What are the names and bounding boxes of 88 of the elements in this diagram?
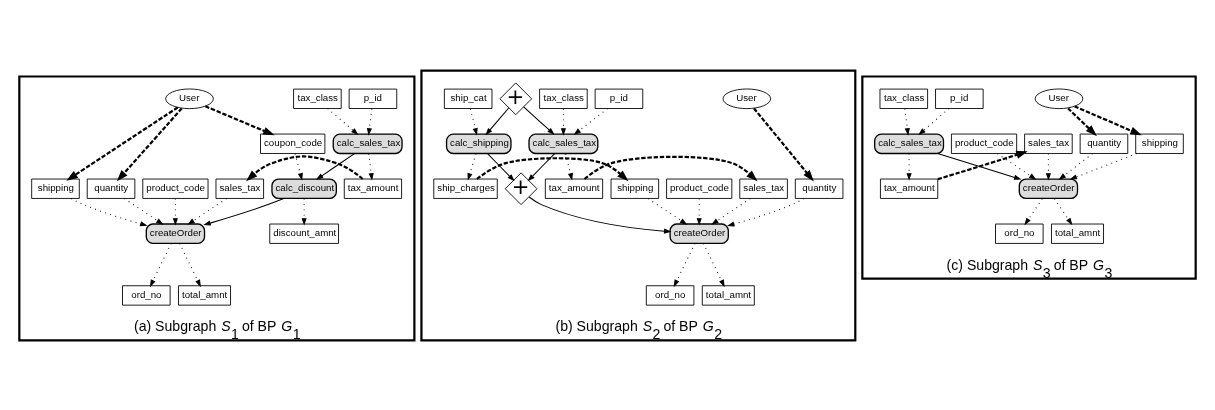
arrow [583,155,758,181]
arrow [476,156,629,181]
arrow [70,197,148,226]
node-ellipse: User [165,88,214,109]
node-ellipse: User [1034,88,1084,109]
node-box: sales_tax [739,178,788,199]
node-box: total_amnt [178,284,231,306]
node-box: calc_discount [271,177,337,199]
arrow [301,197,307,226]
node-box: ship_cat [443,88,493,109]
node-box: total_amnt [1051,223,1104,244]
node-box: tax_amount [544,178,604,199]
arrow [523,105,555,135]
node-box: ord_no [645,284,695,306]
node-box: tax_class [879,88,929,109]
node-box: product_code [142,178,209,199]
node-box: coupon_code [260,133,326,154]
node-ellipse: User [722,88,772,109]
node-box: tax_amount [879,178,939,199]
node-box: discount_amnt [269,223,339,244]
node-box: createOrder [669,222,729,244]
node-box: calc_shipping [445,132,512,154]
node-diamond: + [499,82,533,115]
arrow [702,242,725,287]
arrow [172,197,178,226]
arrow [123,197,164,225]
node-box: createOrder [145,222,206,244]
arrow [565,152,573,181]
arrow [203,197,285,226]
arrow [205,104,275,135]
arrow [66,106,179,181]
node-box: calc_sales_tax [332,132,403,154]
node-box: quantity [86,178,136,199]
arrow [1054,197,1073,225]
arrow [711,197,751,225]
node-box: createOrder [1018,177,1079,199]
arrow [485,107,510,135]
arrow [527,152,555,181]
arrow [1069,152,1138,180]
arrow [696,197,702,226]
node-box: quantity [794,178,844,199]
node-box: sales_tax [215,178,265,199]
arrow [996,152,1037,180]
node-box: p_id [348,88,398,109]
node-box: ord_no [122,284,171,306]
arrow [1045,152,1051,181]
arrow [906,152,912,181]
node-box: tax_class [539,88,588,109]
node-box: calc_sales_tax [874,132,945,154]
arrow [366,107,373,136]
node-box: product_code [666,178,733,199]
node-box: sales_tax [1024,133,1073,154]
arrow [469,107,478,136]
node-box: quantity [1079,133,1129,154]
arrow [487,152,515,181]
node-box: ship_charges [433,178,498,199]
arrow [116,107,183,181]
arrow [528,195,672,234]
arrow [294,152,303,181]
arrow [187,197,227,225]
node-box: p_id [594,88,644,109]
node-box: shipping [1135,133,1184,154]
node-box: ord_no [995,223,1044,244]
arrow [179,242,201,287]
node-box: tax_class [293,88,342,109]
node-box: shipping [31,178,80,199]
arrow [246,154,364,181]
arrow [1024,197,1043,225]
arrow [753,107,814,181]
arrow [560,107,566,136]
arrow [327,107,359,135]
arrow [1067,107,1097,136]
arrow [149,242,172,287]
node-box: calc_sales_tax [528,132,599,154]
arrow [918,107,950,135]
node-box: p_id [935,88,984,109]
arrow [1074,104,1142,135]
node-box: tax_amount [343,178,403,199]
arrow [673,242,696,287]
arrow [647,197,688,225]
node-box: shipping [610,178,660,199]
arrow [904,107,910,136]
arrow [315,152,355,180]
node-box: total_amnt [701,284,755,306]
arrow [727,197,805,227]
node-box: product_code [950,133,1018,154]
arrow [467,152,477,181]
arrow [368,152,374,181]
